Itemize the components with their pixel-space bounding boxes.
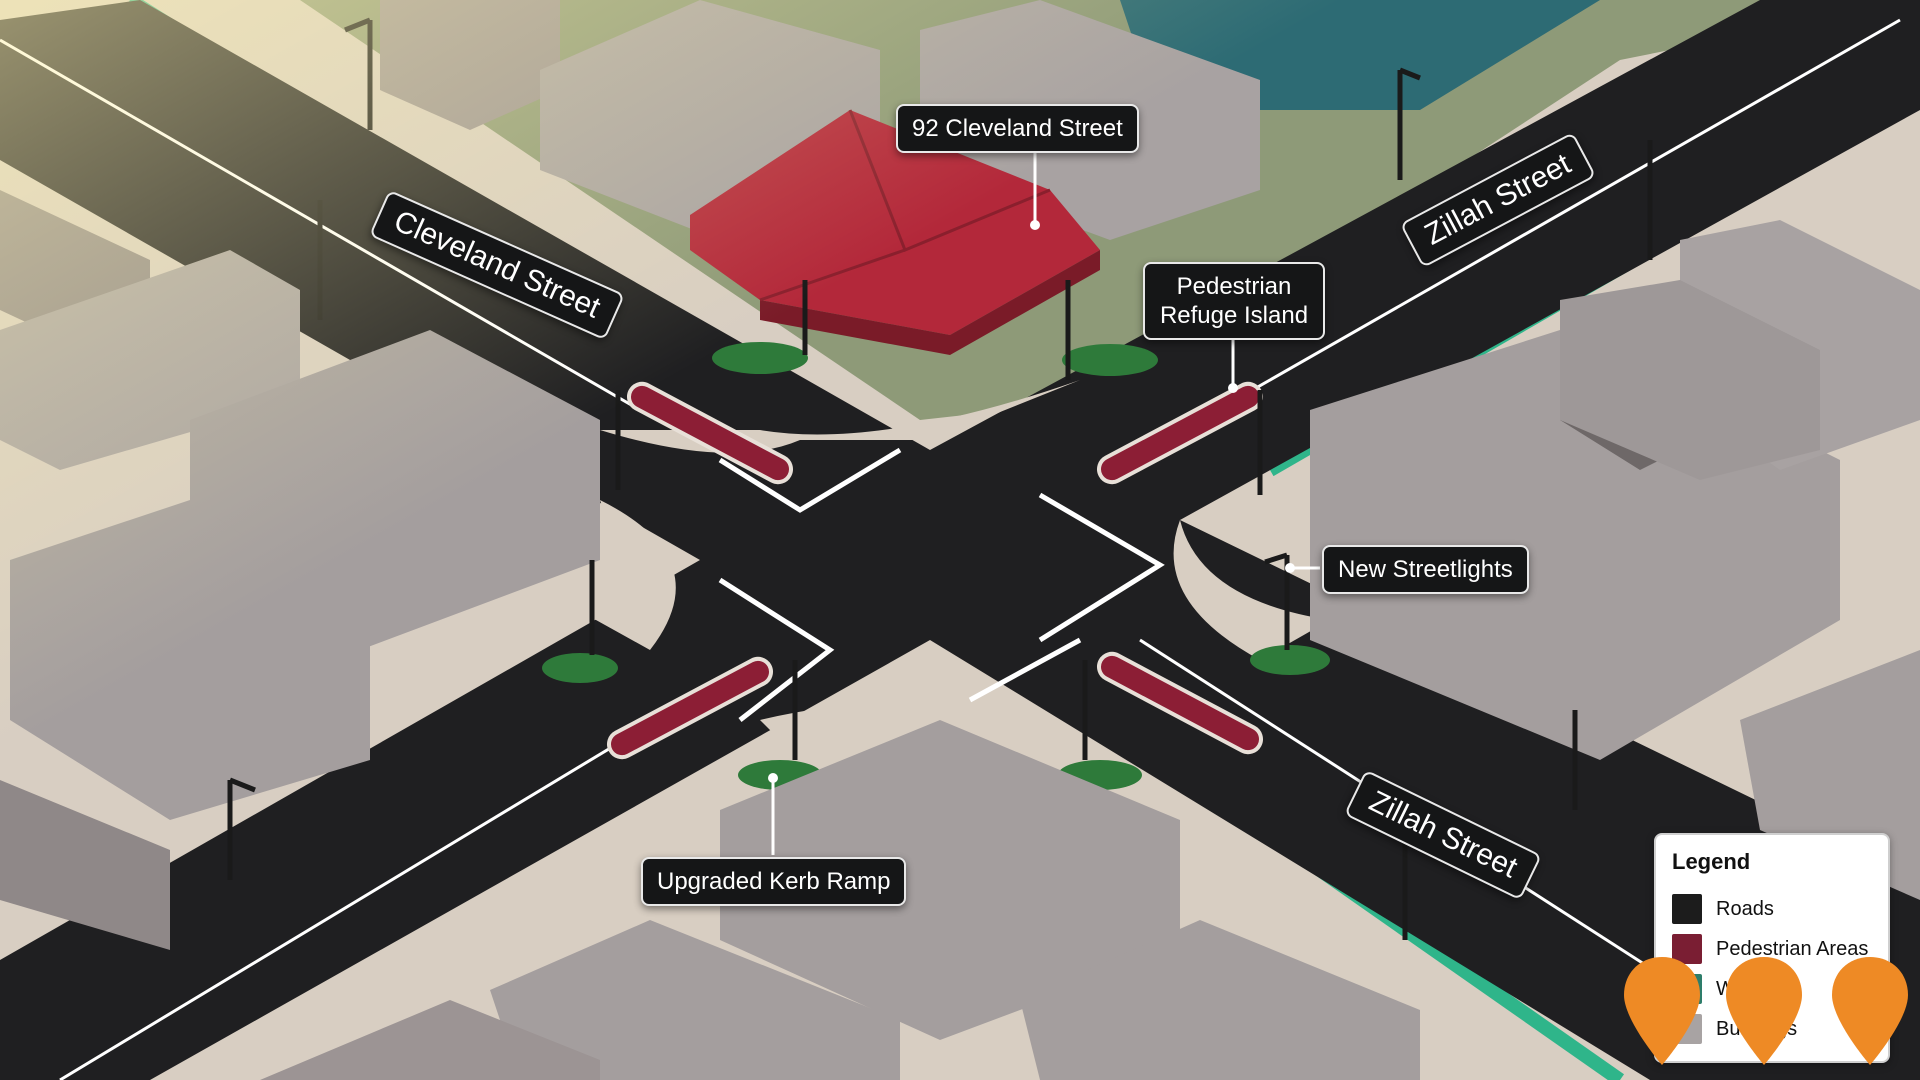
legend-title: Legend (1672, 849, 1751, 874)
legend-item-roads: Roads (1672, 889, 1872, 929)
legend-label: Roads (1716, 897, 1774, 920)
map-pin-icon[interactable] (1830, 955, 1910, 1067)
callout-address: 92 Cleveland Street (896, 104, 1139, 153)
legend-swatch (1672, 894, 1702, 924)
callout-refuge-island: Pedestrian Refuge Island (1143, 262, 1325, 340)
legend-item-pedestrian: Pedestrian Areas (1672, 929, 1872, 969)
callout-refuge-island-text: Pedestrian Refuge Island (1159, 273, 1309, 329)
callout-streetlights: New Streetlights (1322, 545, 1529, 594)
legend-swatch (1672, 934, 1702, 964)
map-pin-icon[interactable] (1622, 955, 1702, 1067)
legend-label: Pedestrian Areas (1716, 937, 1869, 960)
map-pin-icon[interactable] (1724, 955, 1804, 1067)
callout-kerb-ramp: Upgraded Kerb Ramp (641, 857, 907, 906)
